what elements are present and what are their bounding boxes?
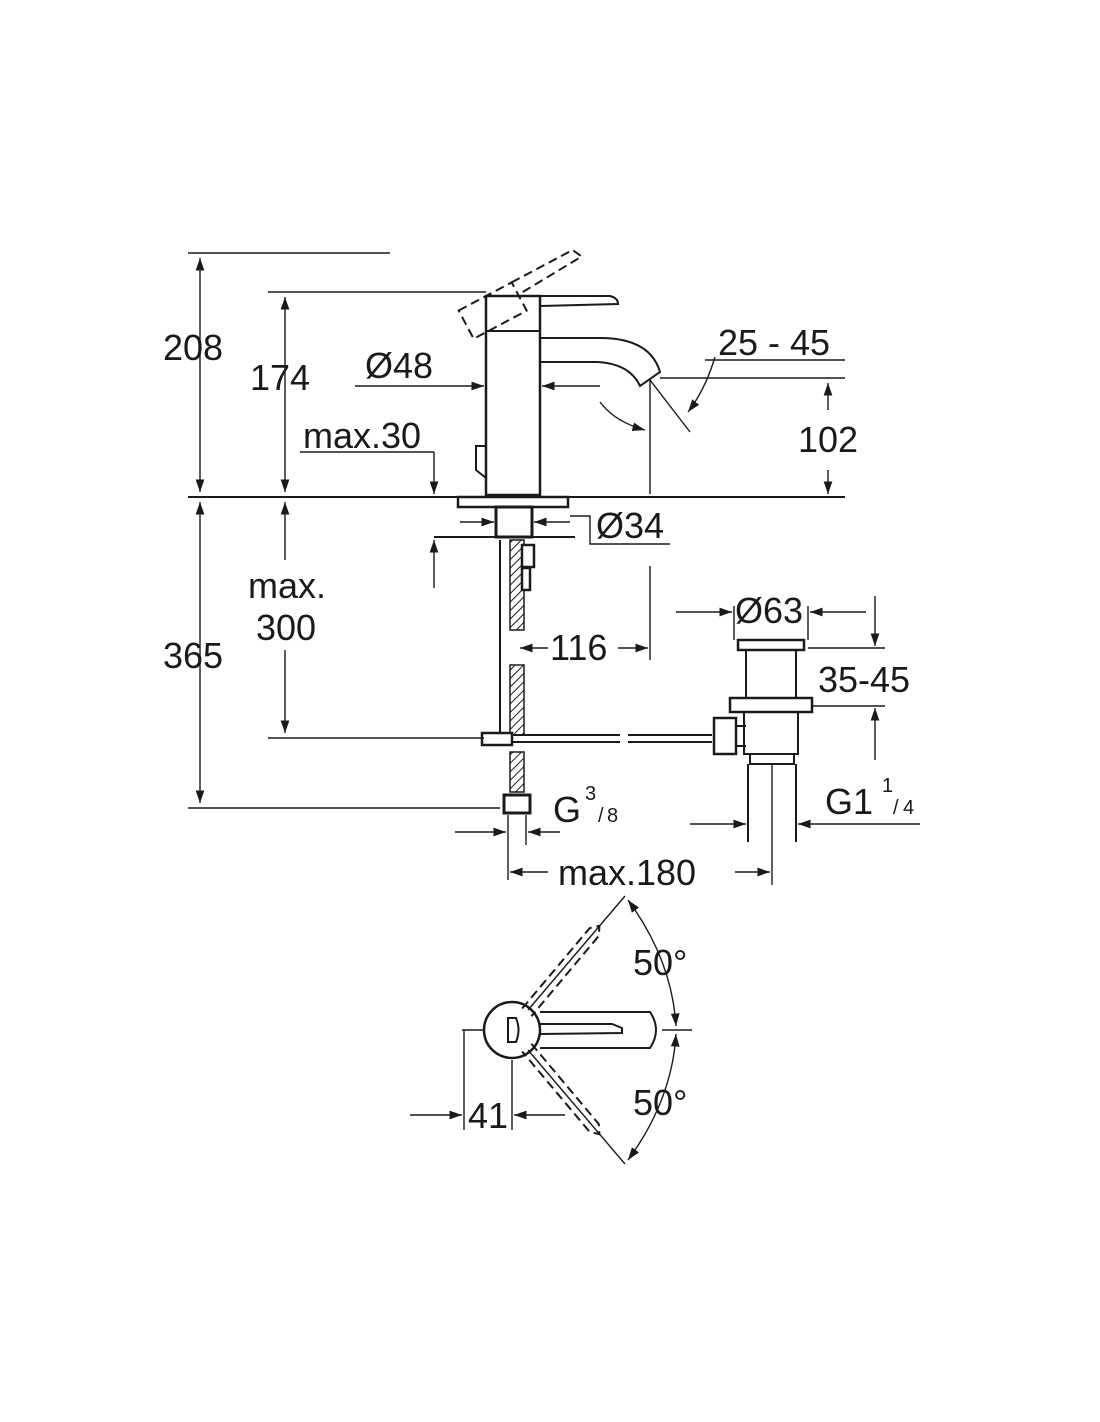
label-174: 174 [250, 357, 310, 398]
popup-rod [475, 445, 487, 479]
faucet-side-view [188, 248, 845, 815]
lever-handle [539, 295, 620, 307]
label-300: 300 [256, 607, 316, 648]
label-41: 41 [468, 1095, 508, 1136]
label-365: 365 [163, 635, 223, 676]
waste-nut [712, 716, 738, 756]
label-angle-upper: 50° [633, 942, 687, 983]
svg-text:8: 8 [607, 805, 618, 827]
label-max30: max.30 [303, 415, 421, 456]
label-g1-1-4: G1 1 / 4 [825, 775, 914, 822]
svg-text:/: / [598, 805, 604, 827]
label-angle-lower: 50° [633, 1082, 687, 1123]
spout [540, 337, 662, 388]
svg-text:1: 1 [882, 775, 893, 797]
hose-connector [502, 793, 532, 815]
body-circle-top [482, 1000, 542, 1060]
label-max: max. [248, 565, 326, 606]
label-208: 208 [163, 327, 223, 368]
label-35-45: 35-45 [818, 659, 910, 700]
label-diameter-48: Ø48 [365, 345, 433, 386]
svg-text:G1: G1 [825, 781, 873, 822]
label-diameter-63: Ø63 [735, 590, 803, 631]
dimension-lines [188, 252, 920, 885]
spout-top [540, 1011, 657, 1049]
lever-open-position [457, 248, 584, 341]
waste-flange [728, 696, 814, 714]
svg-text:4: 4 [903, 797, 914, 819]
svg-text:3: 3 [585, 783, 596, 805]
label-diameter-34: Ø34 [596, 505, 664, 546]
waste-assembly [712, 638, 814, 842]
svg-text:G: G [553, 789, 581, 830]
faucet-body [484, 294, 542, 497]
label-116: 116 [550, 627, 607, 668]
shank [494, 505, 534, 539]
waste-plug [736, 638, 806, 652]
fixing-nut [520, 543, 536, 569]
label-angle-25-45: 25 - 45 [718, 322, 830, 363]
faucet-top-view [410, 895, 692, 1165]
label-max180: max.180 [558, 852, 696, 893]
dimension-labels: 208 174 Ø48 max.30 25 - 45 102 Ø34 max. … [163, 322, 914, 1136]
label-g-3-8: G 3 / 8 [553, 783, 618, 830]
label-102: 102 [798, 419, 858, 460]
svg-text:/: / [893, 797, 899, 819]
